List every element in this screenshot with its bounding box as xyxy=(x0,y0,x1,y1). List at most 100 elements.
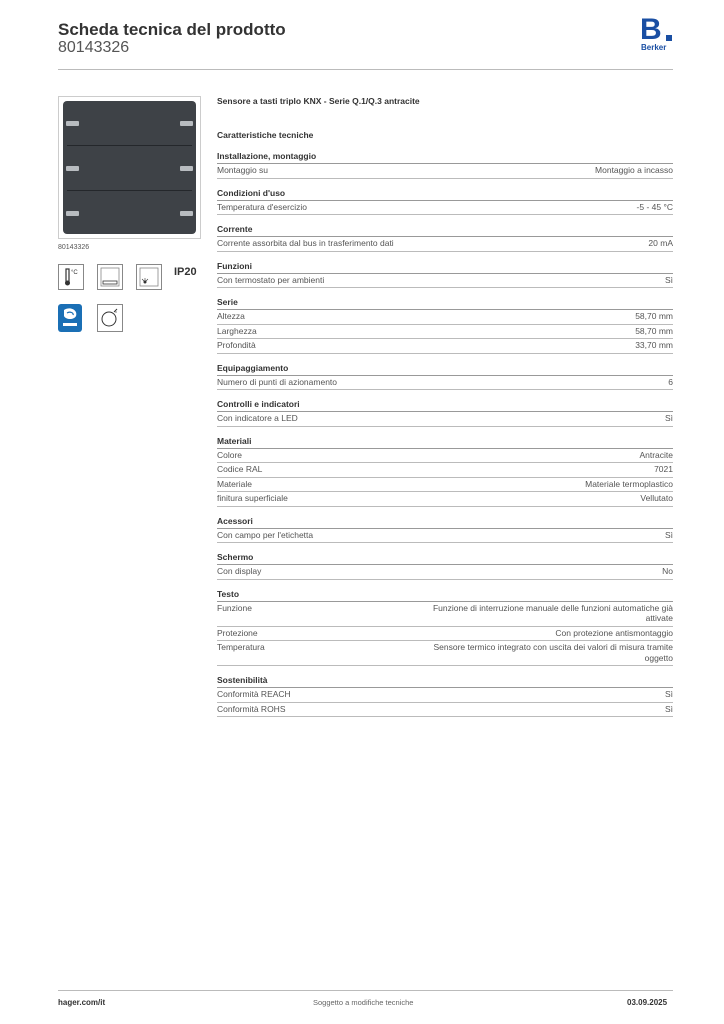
section-title: Equipaggiamento xyxy=(217,363,673,376)
eco-icon xyxy=(58,304,82,332)
rocker-separator xyxy=(67,190,192,191)
spec-value: Antracite xyxy=(639,449,673,460)
logo-dot xyxy=(666,35,672,41)
features-heading: Caratteristiche tecniche xyxy=(217,130,314,140)
product-number: 80143326 xyxy=(58,244,90,251)
section-title: Controlli e indicatori xyxy=(217,399,673,412)
spec-value: No xyxy=(662,566,673,576)
status-led xyxy=(66,121,79,126)
spec-row: Codice RAL 7021 xyxy=(217,463,673,478)
spec-value: Sì xyxy=(664,413,673,423)
spec-value: -5 - 45 °C xyxy=(636,201,673,212)
section-title: Funzioni xyxy=(217,261,673,274)
status-led xyxy=(66,211,79,216)
page-title: Scheda tecnica del prodotto xyxy=(58,20,286,39)
spec-row: Larghezza 58,70 mm xyxy=(217,325,673,339)
section-title: Condizioni d'uso xyxy=(217,188,673,201)
spec-value: 58,70 mm xyxy=(635,311,673,321)
spec-row: Con display No xyxy=(217,565,673,580)
spec-row: Colore Antracite xyxy=(217,449,673,463)
footer-date: 03.09.2025 xyxy=(627,998,668,1007)
spec-value: Sì xyxy=(664,703,673,714)
spec-value: Con protezione antismontaggio xyxy=(555,627,673,638)
status-led xyxy=(180,211,193,216)
led-indicator-icon xyxy=(136,264,162,290)
spec-key: Colore xyxy=(217,449,243,460)
spec-value: 6 xyxy=(668,376,673,387)
status-led xyxy=(180,166,193,171)
spec-key: Montaggio su xyxy=(217,165,269,175)
spec-value: Vellutato xyxy=(640,493,673,503)
spec-key: Numero di punti di azionamento xyxy=(217,376,338,387)
spec-value: 7021 xyxy=(654,464,673,474)
ip20-icon: IP20 xyxy=(174,266,197,278)
svg-text:°: ° xyxy=(115,311,117,317)
spec-row: Con termostato per ambienti Sì xyxy=(217,274,673,288)
spec-key: Conformità ROHS xyxy=(217,703,286,714)
spec-value: 33,70 mm xyxy=(635,340,673,350)
label-field-icon xyxy=(97,264,123,290)
footer-divider xyxy=(58,990,673,991)
product-code: 80143326 xyxy=(58,39,130,56)
spec-row: Conformità REACH Sì xyxy=(217,688,673,703)
spec-key: Protezione xyxy=(217,627,258,638)
spec-value: Sì xyxy=(664,689,673,699)
svg-text:°C: °C xyxy=(71,270,78,276)
spec-row: finitura superficiale Vellutato xyxy=(217,492,673,507)
spec-key: Con termostato per ambienti xyxy=(217,274,325,285)
section-title: Testo xyxy=(217,589,673,602)
spec-value: 20 mA xyxy=(648,238,673,248)
spec-row: Temperatura d'esercizio-5 - 45 °C xyxy=(217,201,673,215)
berker-logo: B Berker xyxy=(640,13,674,54)
spec-row: Corrente assorbita dal bus in trasferime… xyxy=(217,237,673,252)
spec-key: Codice RAL xyxy=(217,464,263,474)
product-title: Sensore a tasti triplo KNX - Serie Q.1/Q… xyxy=(217,96,420,106)
spec-row: Con indicatore a LED Sì xyxy=(217,412,673,427)
section-title: Corrente xyxy=(217,224,673,237)
section-title: Installazione, montaggio xyxy=(217,151,673,164)
spec-value: Sì xyxy=(664,274,673,285)
spec-content: Sensore a tasti triplo KNX - Serie Q.1/Q… xyxy=(217,96,673,726)
section-title: Serie xyxy=(217,297,673,310)
spec-key: Profondità xyxy=(217,340,256,350)
product-image xyxy=(58,96,201,239)
spec-key: Larghezza xyxy=(217,325,257,336)
thermostat-icon: ° xyxy=(97,304,123,332)
logo-text: Berker xyxy=(641,43,667,52)
header-divider xyxy=(58,69,673,70)
spec-row: Montaggio su Montaggio a incasso xyxy=(217,164,673,179)
footer-disclaimer: Soggetto a modifiche tecniche xyxy=(313,998,414,1007)
spec-key: Con display xyxy=(217,566,262,576)
spec-key: finitura superficiale xyxy=(217,493,288,503)
spec-value: Funzione di interruzione manuale delle f… xyxy=(432,602,673,624)
spec-key: Materiale xyxy=(217,478,252,489)
switch-plate xyxy=(63,101,196,234)
spec-value: 58,70 mm xyxy=(635,325,673,336)
section-title: Acessori xyxy=(217,516,673,529)
spec-value: Materiale termoplastico xyxy=(585,478,673,489)
spec-key: Corrente assorbita dal bus in trasferime… xyxy=(217,238,394,248)
spec-row: Materiale Materiale termoplastico xyxy=(217,478,673,492)
spec-key: Conformità REACH xyxy=(217,689,291,699)
status-led xyxy=(66,166,79,171)
rocker-separator xyxy=(67,145,192,146)
status-led xyxy=(180,121,193,126)
spec-row: Protezione Con protezione antismontaggio xyxy=(217,627,673,641)
logo-letter: B xyxy=(640,13,662,46)
spec-key: Con indicatore a LED xyxy=(217,413,298,423)
spec-value: Sì xyxy=(664,529,673,540)
spec-value: Montaggio a incasso xyxy=(595,165,673,175)
spec-value: Sensore termico integrato con uscita dei… xyxy=(433,642,673,663)
